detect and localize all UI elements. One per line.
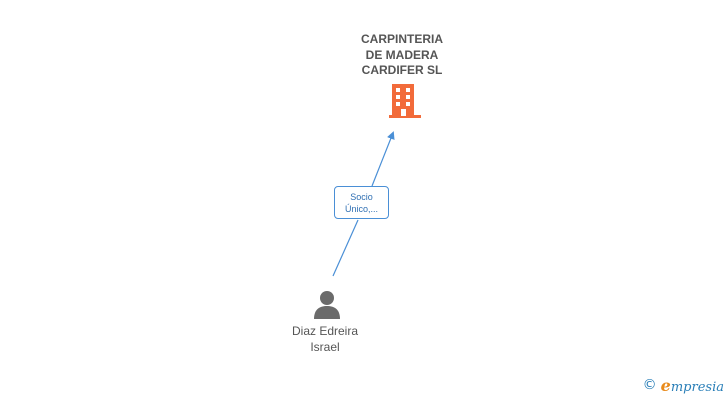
edge-upper-arrow [371, 131, 395, 187]
relation-label-line-1: Socio [350, 192, 373, 202]
person-name[interactable]: Diaz Edreira Israel [272, 324, 378, 355]
brand-logo-first-letter: e [660, 375, 671, 395]
company-name[interactable]: CARPINTERIA DE MADERA CARDIFER SL [332, 32, 472, 79]
footer-brand: © empresia [642, 376, 724, 395]
edge-lower [332, 219, 359, 277]
company-name-line-3: CARDIFER SL [361, 63, 443, 77]
person-name-line-2: Israel [310, 339, 340, 354]
copyright-icon: © [642, 377, 657, 393]
building-icon[interactable] [389, 84, 421, 118]
person-icon[interactable] [312, 289, 342, 319]
relation-label-line-2: Único,... [344, 204, 378, 214]
person-name-line-1: Diaz Edreira [291, 324, 359, 338]
brand-logo[interactable]: empresia [661, 376, 724, 395]
brand-logo-rest: mpresia [670, 379, 724, 395]
company-name-line-2: DE MADERA [365, 47, 439, 62]
company-name-line-1: CARPINTERIA [360, 32, 443, 46]
relation-label[interactable]: Socio Único,... [334, 186, 389, 219]
